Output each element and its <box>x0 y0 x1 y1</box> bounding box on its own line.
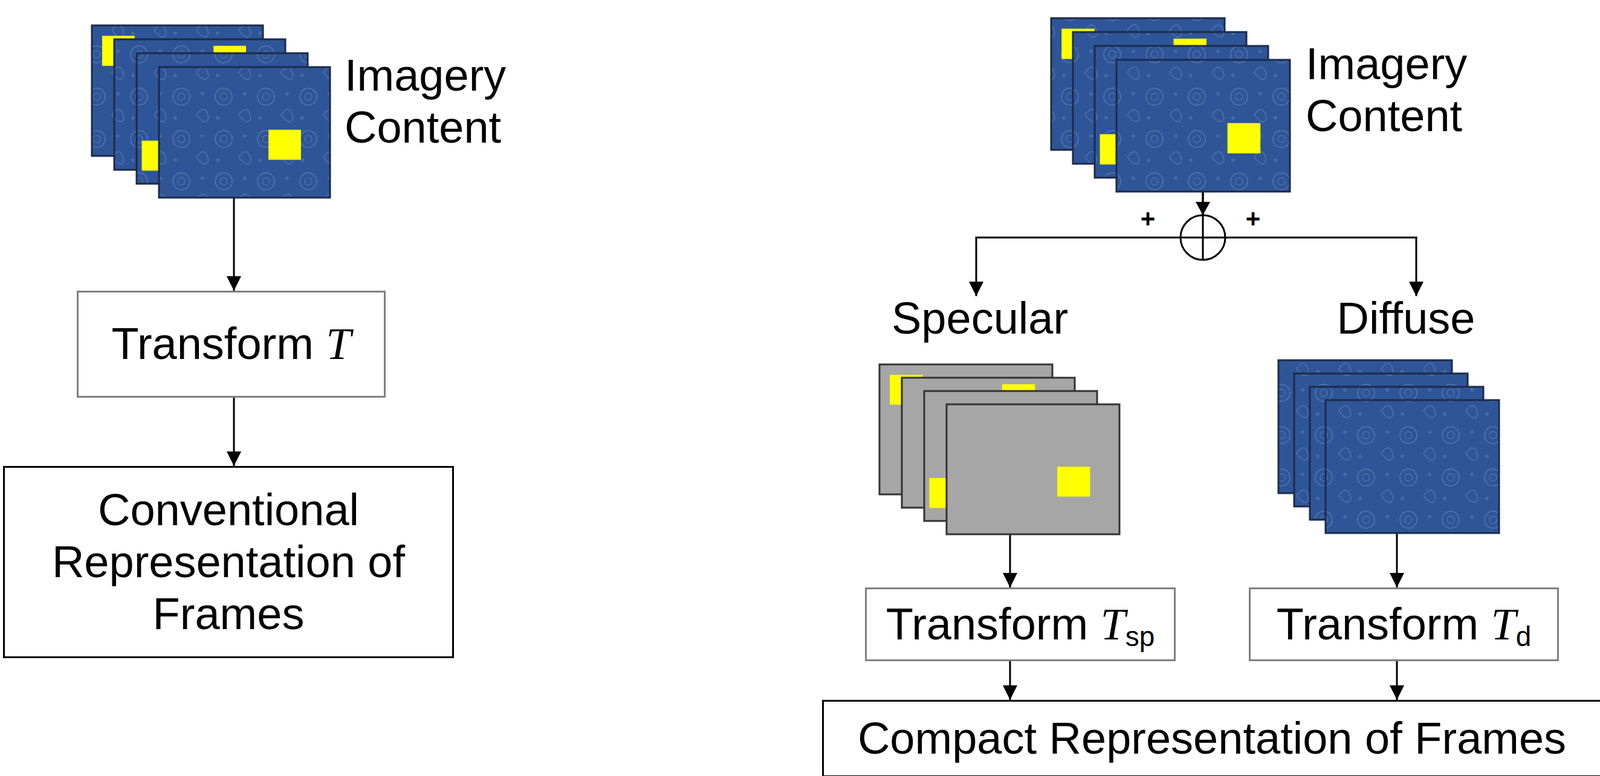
frame-stack: Diffuse <box>1278 296 1500 534</box>
video-frame <box>1116 59 1290 192</box>
box-label: Transform Td <box>1274 598 1535 652</box>
process-box: Conventional Representation of Frames <box>3 466 454 659</box>
flow-arrow <box>1009 661 1012 700</box>
process-box: Transform T <box>76 290 386 398</box>
flow-arrow <box>1396 533 1399 588</box>
flow-arrow <box>1396 661 1399 700</box>
video-frame <box>946 404 1120 535</box>
box-label: Compact Representation of Frames <box>855 712 1569 765</box>
frame-stack: Imagery Content <box>1051 18 1475 192</box>
stack-label: Imagery Content <box>1305 38 1506 143</box>
box-label: Conventional Representation of Frames <box>4 484 453 640</box>
flow-arrow <box>1202 191 1417 297</box>
summing-junction <box>1180 201 1226 260</box>
stack-label: Imagery Content <box>344 49 545 154</box>
flow-arrow <box>1009 533 1012 588</box>
frame-stack: Imagery Content <box>91 25 520 198</box>
stack-label: Specular <box>891 292 1069 345</box>
box-label: Transform T <box>108 317 354 371</box>
video-frame <box>158 67 331 198</box>
sum-sign: + <box>1245 206 1261 232</box>
process-box: Compact Representation of Frames <box>822 699 1600 776</box>
process-box: Transform Td <box>1248 587 1559 662</box>
flow-arrow <box>976 191 1203 297</box>
flow-arrow <box>233 197 236 291</box>
flow-arrow <box>233 397 236 467</box>
sum-sign: + <box>1140 206 1156 232</box>
frame-stack: Specular <box>879 296 1120 534</box>
video-frame <box>1325 400 1500 534</box>
box-label: Transform Tsp <box>883 598 1158 652</box>
specular-highlight <box>1227 123 1261 154</box>
stack-label: Diffuse <box>1337 292 1476 345</box>
process-box: Transform Tsp <box>864 587 1176 662</box>
specular-highlight <box>1057 466 1090 497</box>
specular-highlight <box>268 129 302 161</box>
